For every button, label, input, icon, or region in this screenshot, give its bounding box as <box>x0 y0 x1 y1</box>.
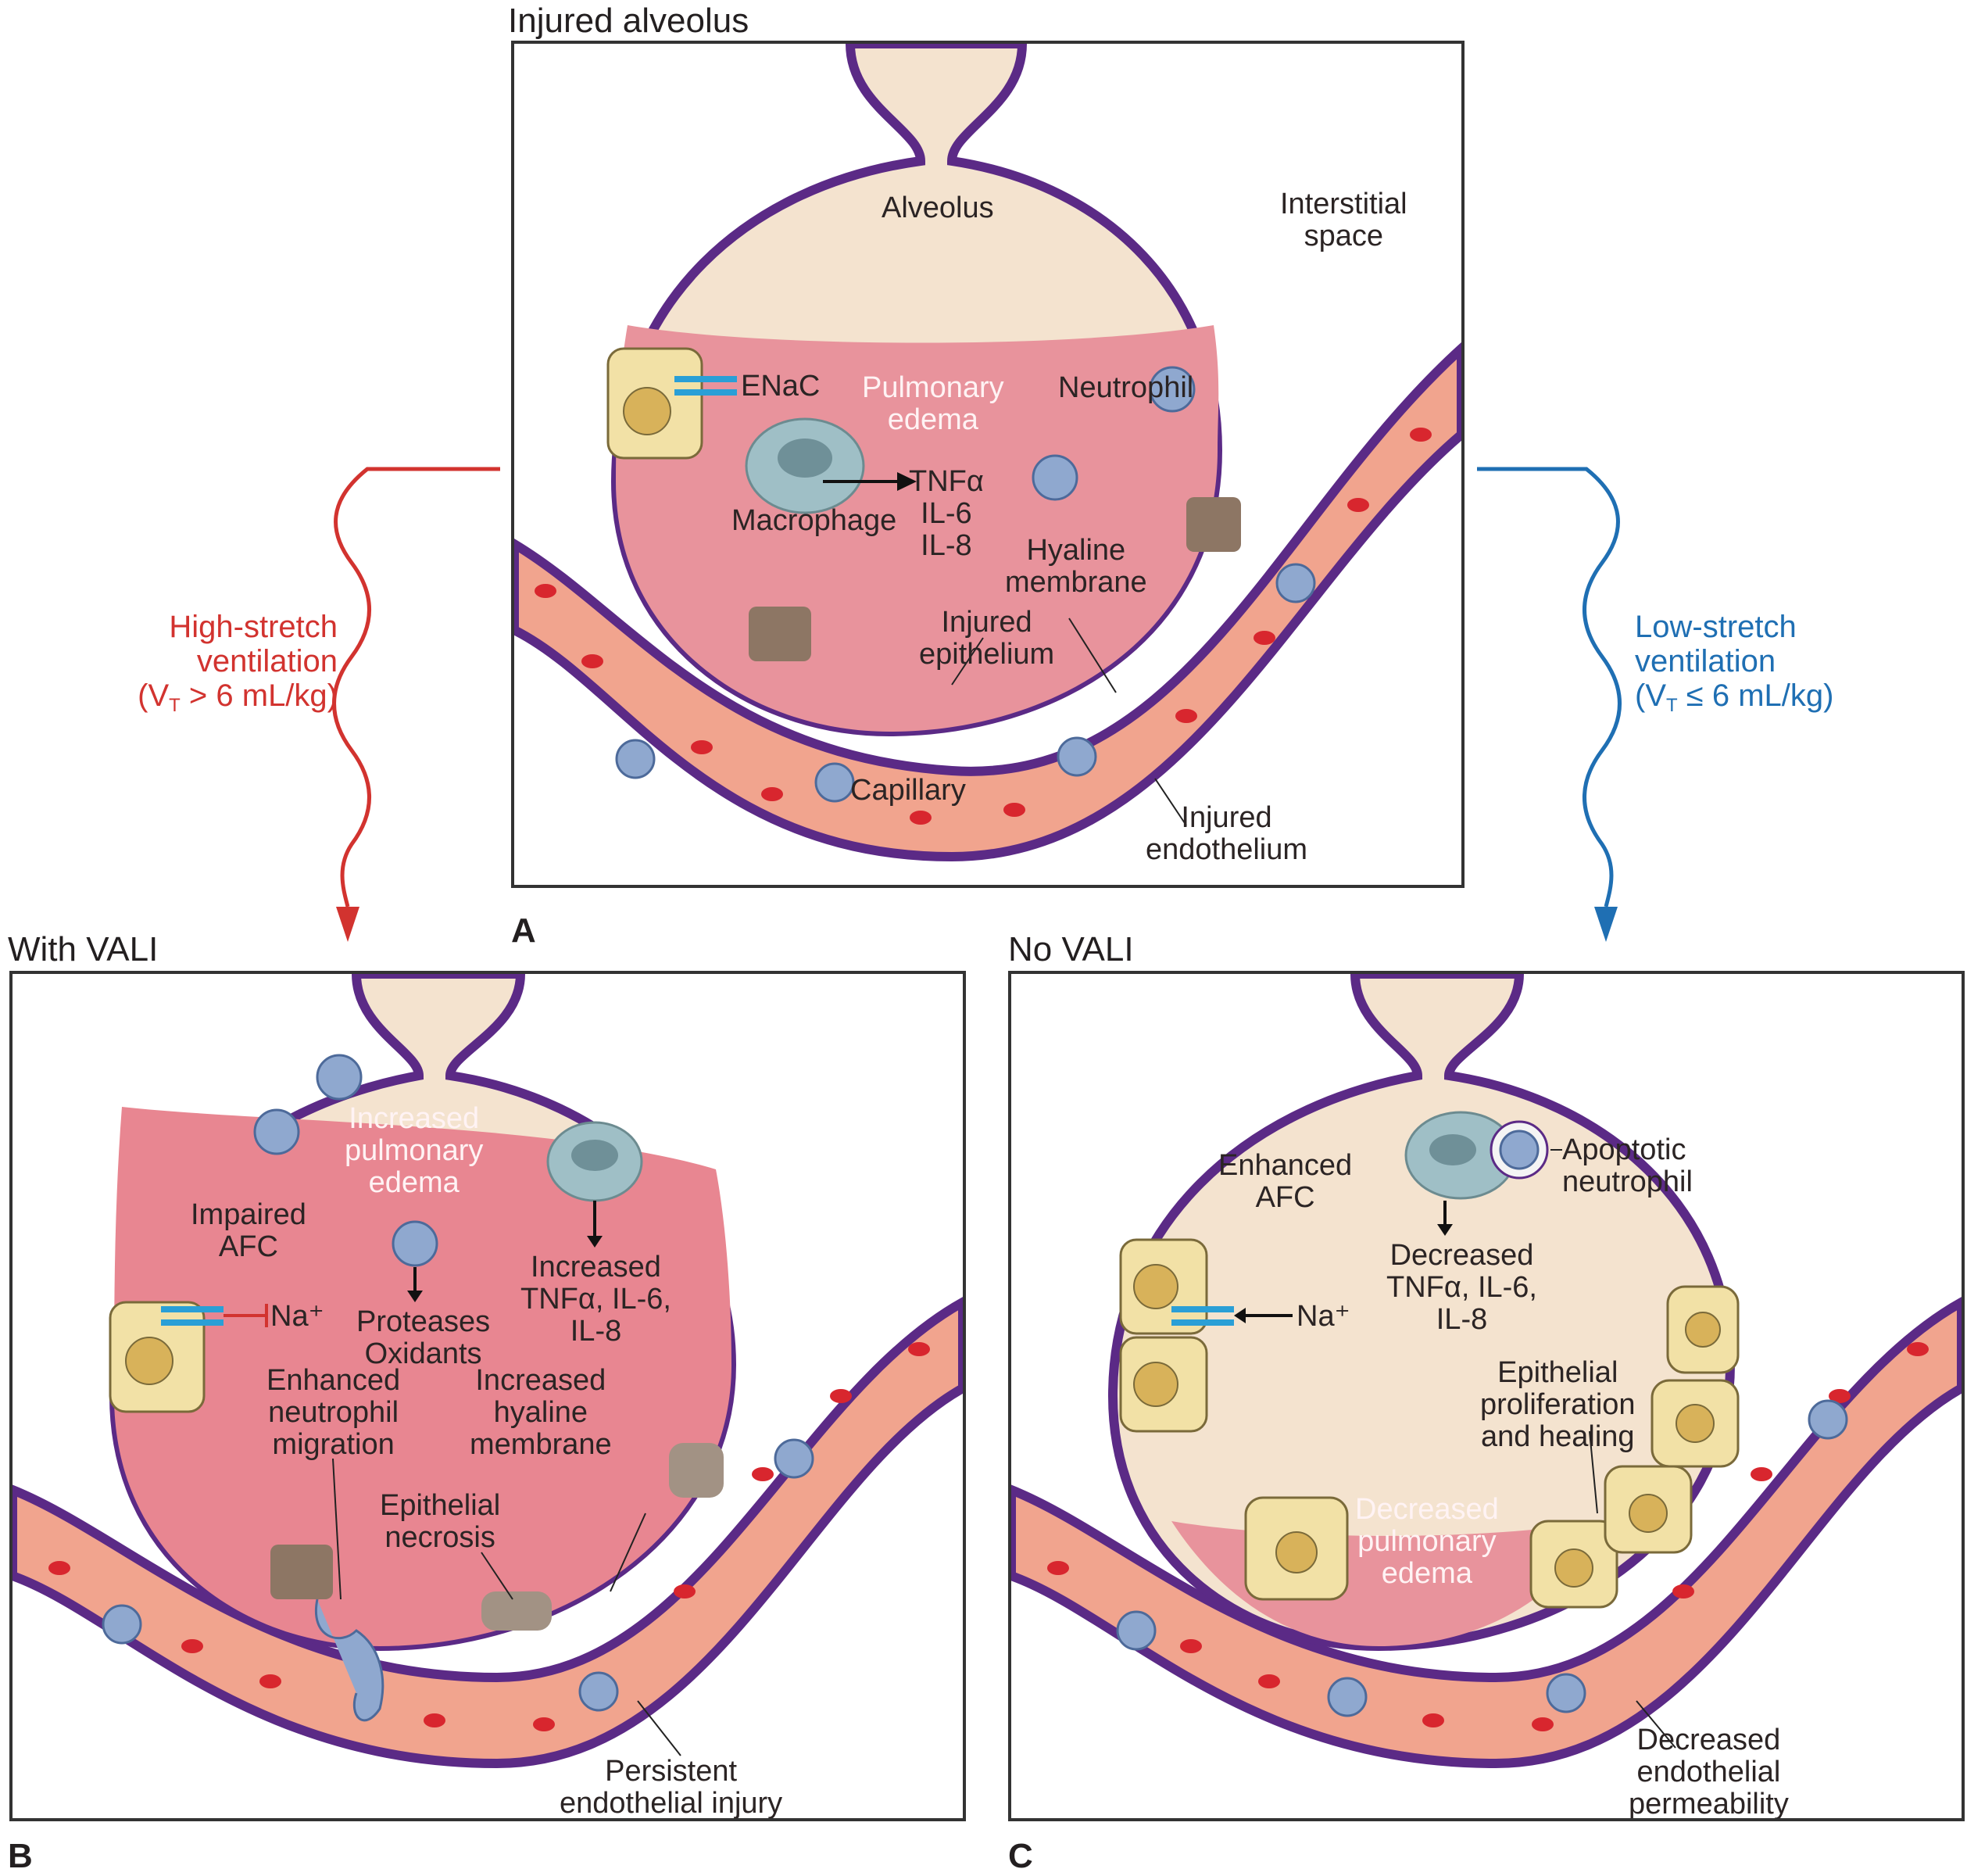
label-macrophage: Macrophage <box>731 504 897 537</box>
label-persistent-endothelial-injury: Persistent endothelial injury <box>560 1755 783 1821</box>
label-capillary: Capillary <box>850 774 966 807</box>
label-apoptotic-neutrophil: Apoptotic neutrophil <box>1562 1133 1693 1199</box>
panel-b-title: With VALI <box>8 930 159 968</box>
label-interstitial-space: Interstitial space <box>1280 188 1407 253</box>
neutrophil <box>1546 1673 1586 1713</box>
label-na: Na⁺ <box>270 1300 324 1333</box>
panel-a-title: Injured alveolus <box>508 2 749 40</box>
injured-cell <box>270 1545 333 1599</box>
high-stretch-arrow <box>332 467 500 908</box>
neutrophil <box>814 762 855 803</box>
panel-c-letter: C <box>1008 1837 1033 1875</box>
neutrophil <box>316 1054 363 1101</box>
necrotic-cell <box>669 1443 724 1498</box>
panel-c: Enhanced AFC Apoptotic neutrophil Decrea… <box>1008 971 1965 1821</box>
panel-b: Increased pulmonary edema Impaired AFC N… <box>9 971 966 1821</box>
red-blood-cells <box>48 1342 930 1731</box>
enac-channel <box>1171 1306 1234 1312</box>
red-blood-cells <box>535 428 1432 825</box>
capillary <box>13 1297 963 1769</box>
label-increased-edema: Increased pulmonary edema <box>345 1102 484 1200</box>
label-pulmonary-edema: Pulmonary edema <box>862 371 1004 437</box>
alveolus-wall <box>1107 974 1736 1652</box>
panel-c-illustration <box>1011 974 1962 1769</box>
label-decreased-cytokines: Decreased TNFα, IL-6, IL-8 <box>1386 1239 1537 1337</box>
enac-channel <box>674 376 737 382</box>
panel-b-letter: B <box>8 1837 33 1875</box>
neutrophil <box>1808 1399 1848 1440</box>
enac-channel <box>161 1306 224 1312</box>
panel-a-letter: A <box>511 911 536 950</box>
neutrophil <box>102 1604 142 1645</box>
neutrophil <box>1116 1610 1157 1651</box>
injured-cell <box>1186 497 1241 552</box>
neutrophil <box>578 1671 619 1712</box>
neutrophil <box>1327 1677 1368 1717</box>
red-blood-cells <box>1047 1342 1929 1731</box>
neutrophil <box>1057 736 1097 777</box>
panel-a: Alveolus Interstitial space ENaC Pulmona… <box>511 41 1465 888</box>
capillary <box>1011 1297 1962 1769</box>
label-enhanced-afc: Enhanced AFC <box>1218 1149 1353 1215</box>
neutrophil <box>1032 454 1078 501</box>
necrotic-cell <box>481 1591 552 1631</box>
label-enhanced-migration: Enhanced neutrophil migration <box>266 1364 401 1462</box>
injured-cell <box>749 607 811 661</box>
neutrophil <box>392 1220 438 1267</box>
high-stretch-arrowhead <box>336 907 359 942</box>
label-epithelial-necrosis: Epithelial necrosis <box>380 1489 501 1555</box>
label-impaired-afc: Impaired AFC <box>191 1198 306 1264</box>
label-increased-cytokines: Increased TNFα, IL-6, IL-8 <box>520 1251 671 1348</box>
low-stretch-arrowhead <box>1594 907 1618 942</box>
label-hyaline-membrane: Hyaline membrane <box>1005 534 1147 600</box>
label-neutrophil: Neutrophil <box>1058 371 1194 404</box>
low-stretch-label: Low-stretch ventilation (VT ≤ 6 mL/kg) <box>1635 610 1834 717</box>
low-stretch-arrow <box>1477 467 1622 908</box>
label-proteases-oxidants: Proteases Oxidants <box>356 1305 491 1371</box>
label-enac: ENaC <box>741 370 821 403</box>
panel-c-title: No VALI <box>1008 930 1134 968</box>
neutrophil <box>774 1438 814 1479</box>
neutrophil <box>615 739 656 779</box>
label-injured-epithelium: Injured epithelium <box>919 606 1055 671</box>
migrating-neutrophil <box>314 1599 384 1722</box>
panel-b-illustration <box>13 974 963 1769</box>
label-epithelial-healing: Epithelial proliferation and healing <box>1480 1356 1636 1454</box>
panel-a-illustration <box>514 44 1461 862</box>
neutrophil <box>1275 563 1316 603</box>
label-na: Na⁺ <box>1296 1300 1350 1333</box>
label-increased-hyaline: Increased hyaline membrane <box>470 1364 612 1462</box>
label-decreased-edema: Decreased pulmonary edema <box>1355 1493 1499 1591</box>
label-decreased-permeability: Decreased endothelial permeability <box>1629 1724 1789 1821</box>
label-alveolus: Alveolus <box>882 192 994 224</box>
capillary <box>514 342 1461 862</box>
neutrophil <box>1149 366 1196 413</box>
edema-fluid <box>114 1107 731 1646</box>
label-cytokines: TNFα IL-6 IL-8 <box>909 465 984 563</box>
high-stretch-label: High-stretch ventilation (VT > 6 mL/kg) <box>138 610 338 717</box>
label-injured-endothelium: Injured endothelium <box>1146 801 1308 867</box>
neutrophil <box>253 1108 300 1155</box>
